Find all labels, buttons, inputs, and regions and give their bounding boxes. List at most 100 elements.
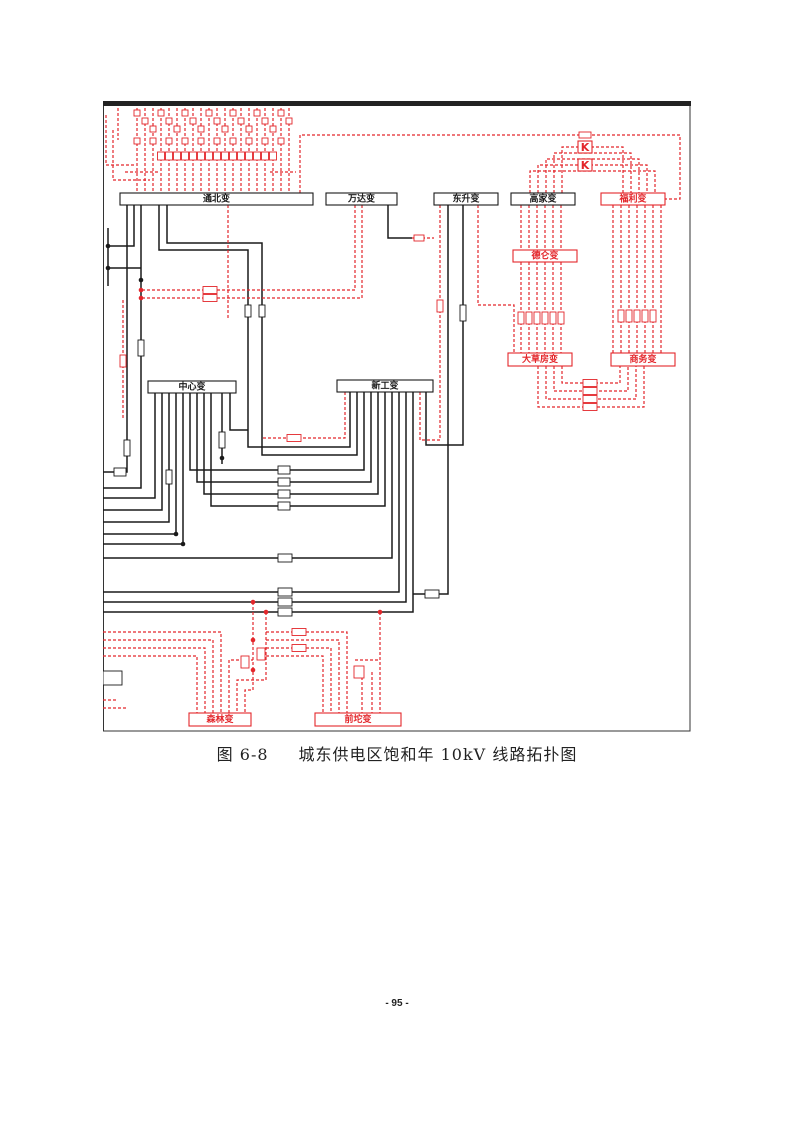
switch-box bbox=[202, 286, 218, 294]
switch-box bbox=[261, 151, 269, 161]
switch-box bbox=[582, 403, 598, 411]
switch-box bbox=[229, 137, 237, 145]
switch-box bbox=[181, 109, 189, 117]
solid-feeder-line bbox=[103, 392, 414, 613]
junction-dot bbox=[138, 295, 144, 301]
solid-feeder-line bbox=[103, 392, 400, 593]
substation-box bbox=[188, 712, 252, 727]
dashed-feeder-line bbox=[236, 612, 267, 713]
switch-marks bbox=[103, 109, 657, 686]
solid-feeder-line bbox=[103, 392, 407, 603]
switch-box bbox=[277, 109, 285, 117]
switch-box bbox=[617, 309, 625, 323]
substation-label: 高家变 bbox=[529, 193, 556, 205]
switch-box bbox=[557, 311, 565, 325]
switch-box bbox=[578, 131, 592, 139]
switch-box bbox=[277, 489, 291, 499]
solid-feeder-line bbox=[229, 393, 248, 431]
switch-box bbox=[413, 234, 425, 242]
switch-box bbox=[459, 304, 467, 322]
substation-dacaofang: 大草房变 bbox=[507, 352, 573, 367]
switch-box bbox=[549, 311, 557, 325]
switch-box bbox=[258, 304, 266, 318]
substation-xingong: 新工变 bbox=[336, 379, 434, 393]
solid-feeder-line bbox=[108, 205, 135, 247]
junction-dot bbox=[263, 609, 269, 615]
junction-dot bbox=[105, 243, 111, 249]
switch-box bbox=[133, 137, 141, 145]
solid-feeder-line bbox=[196, 393, 278, 483]
switch-box bbox=[269, 151, 277, 161]
switch-box bbox=[189, 151, 197, 161]
junction-dot bbox=[105, 265, 111, 271]
switch-box bbox=[221, 125, 229, 133]
switch-box bbox=[277, 465, 291, 475]
switch-box bbox=[213, 137, 221, 145]
switch-box bbox=[277, 587, 293, 597]
dashed-feeder-line bbox=[266, 639, 340, 713]
switch-box bbox=[517, 311, 525, 325]
solid-feeder-line bbox=[103, 393, 163, 511]
solid-feeder-line bbox=[387, 205, 412, 239]
solid-feeder-line bbox=[103, 393, 177, 535]
junction-dot bbox=[219, 455, 225, 461]
switch-box bbox=[165, 151, 173, 161]
solid-feeder-line bbox=[189, 393, 278, 471]
switch-box bbox=[253, 151, 261, 161]
junction-dot bbox=[377, 609, 383, 615]
switch-box bbox=[261, 137, 269, 145]
dashed-feeder-line bbox=[103, 647, 206, 713]
dashed-feeder-line bbox=[103, 639, 214, 713]
substation-qiantuo: 前坨变 bbox=[314, 712, 402, 727]
switch-box bbox=[649, 309, 657, 323]
solid-feeder-line bbox=[290, 392, 379, 495]
junction-dot bbox=[138, 277, 144, 283]
substation-label: 森林变 bbox=[206, 713, 233, 725]
solid-feeder-line bbox=[103, 393, 156, 499]
solid-feeder-line bbox=[166, 205, 358, 456]
substation-label: 新工变 bbox=[371, 380, 398, 392]
substation-box bbox=[314, 712, 402, 727]
switch-box bbox=[277, 477, 291, 487]
switch-box bbox=[582, 387, 598, 395]
switch-box bbox=[424, 589, 440, 599]
switch-box bbox=[237, 117, 245, 125]
solid-feeder-line bbox=[103, 205, 128, 473]
switch-box bbox=[218, 431, 226, 449]
substation-box bbox=[512, 249, 578, 263]
k-switch-label: K bbox=[581, 159, 590, 172]
dashed-feeder-line bbox=[529, 170, 656, 193]
switch-box bbox=[181, 137, 189, 145]
figure-title: 城东供电区饱和年 10kV 线路拓扑图 bbox=[298, 745, 578, 764]
switch-box bbox=[119, 354, 127, 368]
switch-box bbox=[165, 469, 173, 485]
switch-box bbox=[353, 665, 365, 679]
dashed-feeder-line bbox=[244, 602, 254, 713]
k-switch-label: K bbox=[581, 141, 590, 154]
substation-box bbox=[119, 192, 314, 206]
substation-label: 德仑变 bbox=[531, 250, 558, 262]
junction-dot bbox=[250, 667, 256, 673]
switch-box bbox=[205, 109, 213, 117]
solid-feeder-line bbox=[103, 393, 170, 523]
switch-box bbox=[197, 125, 205, 133]
switch-box bbox=[541, 311, 549, 325]
junction-dot bbox=[138, 287, 144, 293]
topology-diagram: 通北变 万达变 东升变 高家变 福利变 德仑变 大草房变 商务变 bbox=[103, 101, 691, 732]
dashed-feeder-line bbox=[103, 631, 222, 713]
dashed-feeder-line bbox=[419, 205, 441, 441]
switch-box bbox=[582, 379, 598, 387]
switch-box bbox=[213, 117, 221, 125]
dashed-feeder-line bbox=[266, 655, 324, 713]
junction-dot bbox=[250, 599, 256, 605]
switch-box bbox=[286, 434, 302, 442]
switch-box bbox=[291, 628, 307, 636]
dashed-feeder-line bbox=[477, 205, 515, 353]
switch-box bbox=[256, 647, 266, 661]
solid-feeder-line bbox=[210, 393, 278, 507]
switch-box bbox=[197, 151, 205, 161]
solid-feeder-line bbox=[290, 392, 372, 483]
switch-box bbox=[261, 117, 269, 125]
solid-feeder-line bbox=[413, 205, 449, 595]
